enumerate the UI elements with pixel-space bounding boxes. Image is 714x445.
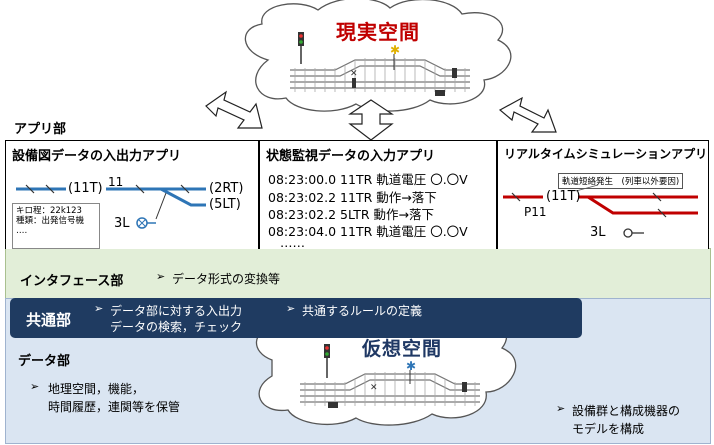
facility-app-panel[interactable]: 設備図データの入出力アプリ (11T) 11 (2RT) (5LT) 3L キロ… xyxy=(5,140,259,249)
interface-note: データ形式の変換等 xyxy=(172,272,281,286)
facility-label-2rt: (2RT) xyxy=(209,181,244,196)
real-track-illustration: ✱ ✕ xyxy=(290,32,470,96)
common-bar xyxy=(10,298,582,338)
simulation-app-panel[interactable]: リアルタイムシミュレーションアプリ 軌道短絡発生 (列車以外要因) (11T) … xyxy=(497,140,709,249)
virtual-space-title: 仮想空間 xyxy=(362,338,443,360)
data-right-note: 設備群と構成機器の xyxy=(572,404,681,418)
monitor-log-ellipsis: …… xyxy=(280,235,305,250)
facility-label-5lt: (5LT) xyxy=(209,197,241,212)
interface-label: インタフェース部 xyxy=(20,274,124,289)
svg-text:✕: ✕ xyxy=(370,383,378,393)
facility-tooltip: キロ程：22k123 種類：出発信号機 ‥‥ xyxy=(12,203,100,249)
monitor-app-title: 状態監視データの入力アプリ xyxy=(266,149,436,164)
monitor-log-line: 08:23:02.2 5LTR 動作→落下 xyxy=(268,207,435,222)
facility-track-diagram xyxy=(16,184,206,229)
monitor-log-line: 08:23:04.0 11TR 軌道電圧 〇.〇V xyxy=(268,224,468,239)
facility-app-title: 設備図データの入出力アプリ xyxy=(12,149,182,164)
tooltip-line: ‥‥ xyxy=(16,226,28,236)
data-bullet-icon: ➢ xyxy=(556,402,566,415)
common-bullet-icon: ➢ xyxy=(286,302,296,315)
facility-label-11: 11 xyxy=(108,175,124,189)
data-bullet-icon: ➢ xyxy=(30,380,40,393)
monitor-log-line: 08:23:00.0 11TR 軌道電圧 〇.〇V xyxy=(268,172,468,187)
tooltip-line: キロ程：22k123 xyxy=(16,206,82,216)
interface-bullet-icon: ➢ xyxy=(156,270,166,283)
facility-label-3l: 3L xyxy=(114,216,130,231)
data-left-note: 時間履歴，連関等を保管 xyxy=(48,400,181,414)
monitor-log-line: 08:23:02.2 11TR 動作→落下 xyxy=(268,190,437,205)
simulation-callout: 軌道短絡発生 (列車以外要因) xyxy=(558,173,684,189)
svg-text:✱: ✱ xyxy=(390,43,400,57)
data-section-label: データ部 xyxy=(18,354,71,369)
simulation-label-11t: (11T) xyxy=(546,189,581,204)
app-section-label: アプリ部 xyxy=(14,122,67,137)
data-left-note: 地理空間，機能， xyxy=(48,382,145,396)
tooltip-line: 種類：出発信号機 xyxy=(16,216,85,226)
common-bullet-icon: ➢ xyxy=(94,302,104,315)
simulation-app-title: リアルタイムシミュレーションアプリ xyxy=(504,147,708,161)
svg-text:✱: ✱ xyxy=(406,359,416,373)
facility-label-11t: (11T) xyxy=(68,181,103,196)
common-item: 共通するルールの定義 xyxy=(302,304,423,318)
simulation-label-3l: 3L xyxy=(590,225,606,240)
data-right-note: モデルを構成 xyxy=(572,422,645,436)
svg-text:✕: ✕ xyxy=(350,69,358,79)
common-item: データ部に対する入出力 xyxy=(110,304,243,318)
common-item: データの検索，チェック xyxy=(110,320,243,334)
monitor-app-panel[interactable]: 状態監視データの入力アプリ 08:23:00.0 11TR 軌道電圧 〇.〇V … xyxy=(259,140,497,250)
simulation-label-p11: P11 xyxy=(524,205,547,219)
real-space-title: 現実空間 xyxy=(336,20,420,44)
common-label: 共通部 xyxy=(26,311,72,329)
simulation-track-diagram xyxy=(503,184,698,238)
virtual-track-illustration: ✱ ✕ xyxy=(300,344,480,408)
